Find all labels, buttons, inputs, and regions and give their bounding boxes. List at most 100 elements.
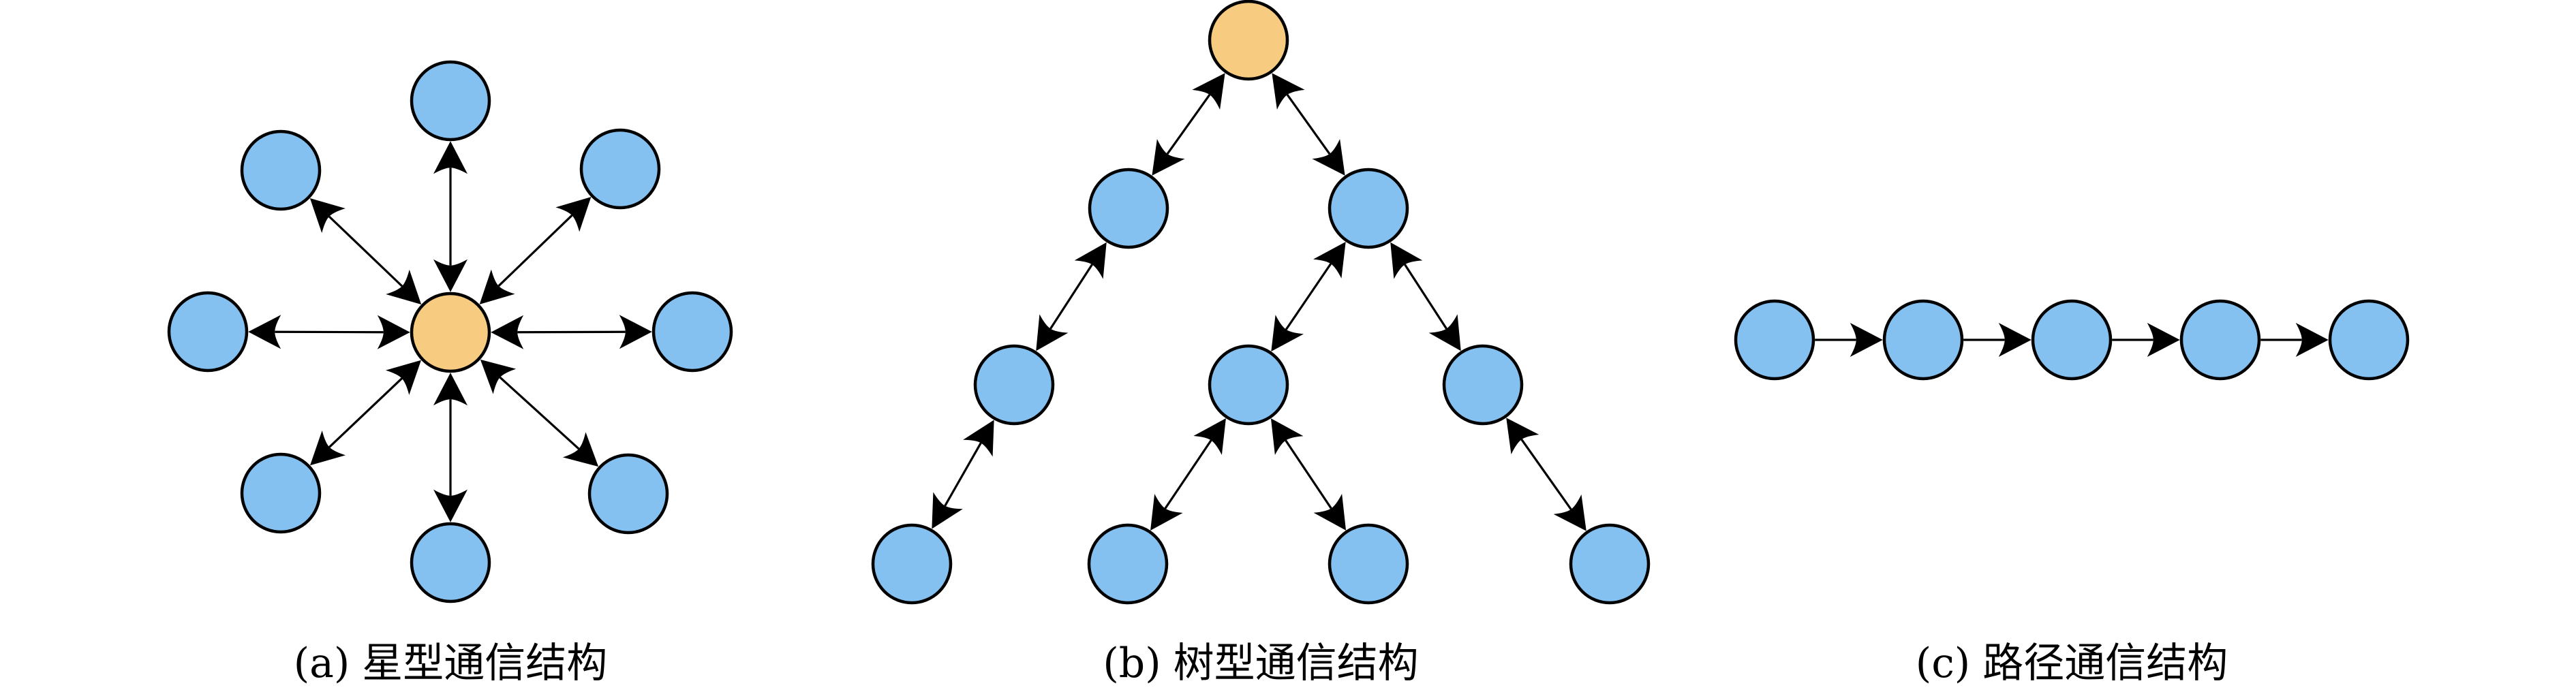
tree-edge-b1-b11 (1150, 418, 1226, 531)
arrowhead-icon (1313, 242, 1346, 279)
arrowhead-icon (1074, 242, 1107, 279)
arrowhead-icon (433, 489, 467, 522)
star-edge-c-ne (479, 197, 592, 304)
star-edge-c-se (480, 359, 599, 467)
arrowhead-icon (491, 315, 524, 349)
tree-edge-a1-a11 (932, 420, 994, 529)
edge-line (1285, 439, 1332, 509)
arrowhead-icon (1272, 73, 1305, 110)
arrowhead-icon (433, 141, 467, 174)
arrowhead-icon (309, 198, 346, 234)
tree-node-b11 (1087, 523, 1169, 605)
star-edge-c-sw (310, 360, 421, 466)
path-edge-p2-p3 (1963, 323, 2031, 357)
tree-edge-b-b2 (1390, 242, 1461, 351)
star-edge-c-w (248, 315, 410, 349)
path-caption: (c)路径通信结构 (1916, 635, 2228, 692)
arrowhead-icon (1313, 493, 1347, 531)
path-caption-text: 路径通信结构 (1982, 640, 2228, 687)
star-node-n (410, 60, 491, 142)
arrowhead-icon (433, 259, 467, 292)
tree-node-b (1328, 168, 1409, 249)
arrowhead-icon (1553, 494, 1586, 531)
path-node-p3 (2031, 299, 2113, 381)
edge-line (499, 376, 580, 450)
star-node-e (651, 291, 733, 373)
arrowhead-icon (1428, 314, 1461, 351)
arrowhead-icon (932, 492, 963, 529)
path-node-p1 (1734, 299, 1815, 381)
path-node-p4 (2179, 299, 2261, 381)
arrowhead-icon (310, 430, 346, 466)
arrowhead-icon (1193, 418, 1226, 455)
path-node-p2 (1882, 299, 1964, 381)
tree-node-b12 (1328, 523, 1409, 605)
tree-caption: (b)树型通信结构 (1103, 635, 1418, 692)
arrowhead-icon (1998, 323, 2031, 357)
arrowhead-icon (2295, 323, 2329, 357)
tree-edges (932, 73, 1586, 531)
star-node-sw (240, 452, 322, 534)
star-node-s (410, 522, 491, 603)
arrowhead-icon (1036, 314, 1069, 351)
edge-line (1164, 439, 1212, 509)
path-node-p5 (2328, 299, 2410, 381)
arrowhead-icon (619, 315, 652, 349)
arrowhead-icon (1192, 73, 1225, 110)
path-edges (1815, 323, 2329, 357)
tree-node-a (1088, 168, 1169, 249)
star-caption-tag: (a) (293, 640, 350, 687)
arrowhead-icon (480, 359, 517, 394)
tree-caption-tag: (b) (1103, 640, 1161, 687)
star-node-ne (579, 128, 661, 210)
star-caption-text: 星型通信结构 (362, 640, 608, 687)
edge-line (497, 215, 573, 287)
arrowhead-icon (1150, 494, 1183, 531)
arrowhead-icon (1271, 315, 1304, 351)
arrowhead-icon (386, 269, 422, 305)
arrowhead-icon (2147, 323, 2180, 357)
star-node-nw (240, 129, 322, 211)
path-edge-p3-p4 (2112, 323, 2180, 357)
tree-edge-b1-b12 (1270, 418, 1347, 531)
tree-node-b21 (1569, 523, 1651, 605)
star-edge-c-e (491, 315, 652, 349)
arrowhead-icon (1312, 139, 1345, 176)
edge-line (1404, 264, 1447, 330)
tree-edge-r-b (1272, 73, 1345, 176)
star-edge-c-nw (309, 198, 422, 305)
tree-structure-panel (871, 0, 1651, 605)
arrowhead-icon (1390, 242, 1423, 279)
tree-edge-b2-b21 (1506, 418, 1586, 531)
star-node-se (587, 453, 669, 535)
tree-node-b2 (1442, 344, 1524, 426)
path-nodes (1734, 299, 2410, 381)
arrowhead-icon (562, 432, 599, 467)
edge-line (328, 377, 403, 448)
tree-edge-b-b1 (1271, 242, 1346, 351)
arrowhead-icon (555, 197, 592, 232)
tree-node-a1 (973, 344, 1055, 426)
star-edges (248, 141, 652, 522)
arrowhead-icon (385, 360, 421, 395)
star-node-w (167, 291, 249, 373)
star-structure-panel (167, 60, 733, 603)
arrowhead-icon (1270, 418, 1304, 456)
arrowhead-icon (479, 269, 515, 304)
arrowhead-icon (433, 373, 467, 406)
star-nodes (167, 60, 733, 603)
edge-line (1049, 264, 1093, 330)
path-edge-p4-p5 (2260, 323, 2329, 357)
arrowhead-icon (1506, 418, 1539, 454)
edge-line (328, 215, 403, 287)
arrowhead-icon (377, 315, 410, 349)
tree-node-r-hub (1208, 0, 1289, 81)
star-edge-c-s (433, 373, 467, 522)
edge-line (1285, 263, 1332, 330)
tree-nodes (871, 0, 1651, 605)
star-caption: (a) 星型通信结构 (294, 635, 608, 692)
arrowhead-icon (1850, 323, 1883, 357)
star-edge-c-n (433, 141, 467, 292)
edge-line (1286, 94, 1331, 155)
path-edge-p1-p2 (1815, 323, 1883, 357)
